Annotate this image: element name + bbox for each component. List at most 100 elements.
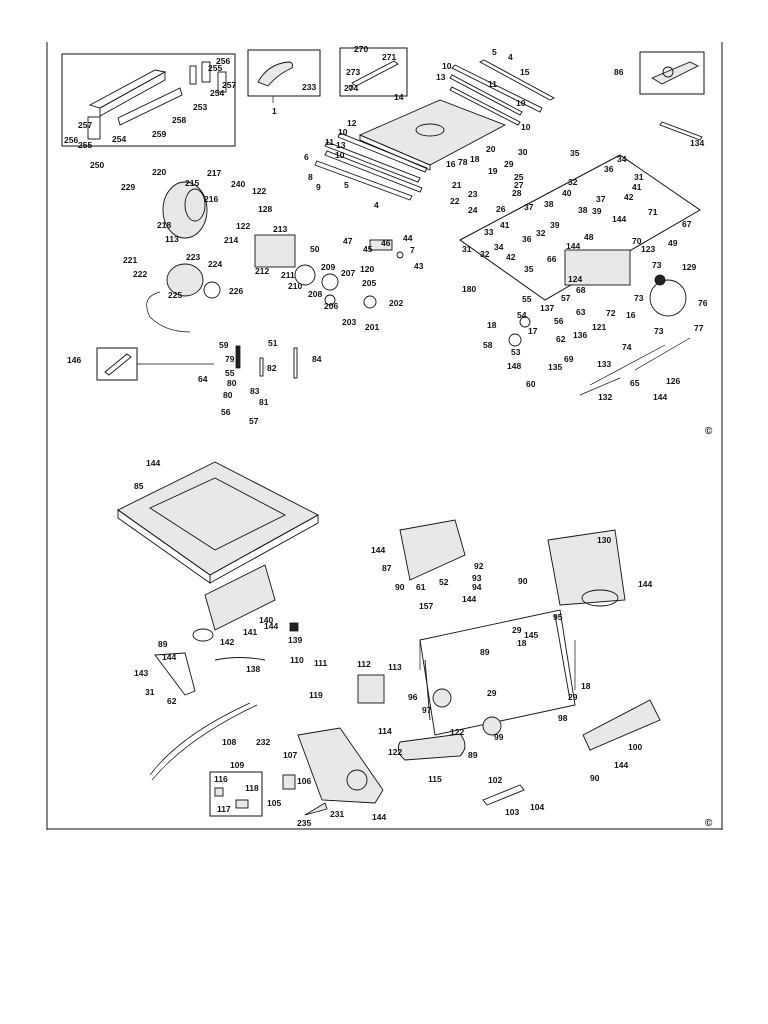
part-number-label: 113 <box>165 234 179 244</box>
part-number-label: 255 <box>208 63 222 73</box>
part-number-label: 206 <box>324 301 338 311</box>
part-number-label: 90 <box>395 582 405 592</box>
side-plate-87 <box>399 519 466 581</box>
part-number-label: 133 <box>597 359 611 369</box>
part-number-label: 48 <box>584 232 594 242</box>
part-number-label: 274 <box>344 83 358 93</box>
part-number-label: 17 <box>528 326 538 336</box>
part-number-label: 208 <box>308 289 322 299</box>
part-number-label: 137 <box>540 303 554 313</box>
part-number-label: 89 <box>480 647 490 657</box>
part-number-label: 89 <box>158 639 168 649</box>
part-number-label: 41 <box>632 182 642 192</box>
part-number-label: 145 <box>524 630 538 640</box>
part-number-label: 30 <box>518 147 528 157</box>
part-number-label: 84 <box>312 354 322 364</box>
part-number-label: 271 <box>382 52 396 62</box>
part-number-label: 13 <box>436 72 446 82</box>
part-number-label: 104 <box>530 802 544 812</box>
part-number-label: 143 <box>134 668 148 678</box>
part-number-label: 257 <box>222 80 236 90</box>
part-number-label: 22 <box>450 196 460 206</box>
part-number-label: 34 <box>617 154 627 164</box>
part-number-label: 89 <box>468 750 478 760</box>
part-number-label: 273 <box>346 67 360 77</box>
part-number-label: 110 <box>290 655 304 665</box>
part-number-label: 38 <box>578 205 588 215</box>
part-number-label: 229 <box>121 182 135 192</box>
part-number-label: 73 <box>634 293 644 303</box>
motor-assembly <box>146 181 339 333</box>
part-number-label: 16 <box>626 310 636 320</box>
tray-115 <box>397 733 466 761</box>
table-top <box>358 99 507 171</box>
part-number-label: 10 <box>521 122 531 132</box>
part-number-label: 212 <box>255 266 269 276</box>
elevation-mechanism <box>363 239 691 396</box>
scale-box <box>339 47 408 97</box>
part-number-label: 140 <box>259 615 273 625</box>
part-number-label: 24 <box>468 205 478 215</box>
part-number-label: 29 <box>487 688 497 698</box>
part-number-label: 11 <box>488 79 497 89</box>
power-cord <box>149 702 251 776</box>
part-number-label: 12 <box>347 118 357 128</box>
part-number-label: 62 <box>556 334 566 344</box>
part-number-label: 203 <box>342 317 356 327</box>
part-number-label: 86 <box>614 67 624 77</box>
part-number-label: 68 <box>576 285 586 295</box>
part-number-label: 120 <box>360 264 374 274</box>
part-number-label: 134 <box>690 138 704 148</box>
part-number-label: 222 <box>133 269 147 279</box>
copyright-mark: © <box>705 818 713 829</box>
part-number-label: 23 <box>468 189 478 199</box>
part-number-label: 205 <box>362 278 376 288</box>
part-number-label: 144 <box>371 545 385 555</box>
part-number-label: 129 <box>682 262 696 272</box>
part-number-label: 79 <box>225 354 235 364</box>
part-number-label: 114 <box>378 726 392 736</box>
part-number-label: 28 <box>512 188 522 198</box>
part-number-label: 85 <box>134 481 144 491</box>
base-frame <box>117 461 319 584</box>
part-number-label: 80 <box>223 390 233 400</box>
part-number-label: 44 <box>403 233 413 243</box>
part-number-label: 21 <box>452 180 462 190</box>
part-number-label: 31 <box>634 172 644 182</box>
part-number-label: 19 <box>488 166 498 176</box>
part-number-label: 56 <box>554 316 564 326</box>
part-number-label: 27 <box>514 180 524 190</box>
part-number-label: 144 <box>653 392 667 402</box>
part-number-label: 82 <box>267 363 277 373</box>
part-number-label: 39 <box>550 220 560 230</box>
part-number-label: 29 <box>568 692 578 702</box>
part-number-label: 38 <box>544 199 554 209</box>
part-number-label: 258 <box>172 115 186 125</box>
part-number-label: 254 <box>210 88 224 98</box>
part-number-label: 117 <box>217 804 231 814</box>
part-number-label: 253 <box>193 102 207 112</box>
part-number-label: 256 <box>216 56 230 66</box>
wrench-box <box>96 347 214 381</box>
arrow-235 <box>304 802 328 816</box>
part-number-label: 32 <box>480 249 490 259</box>
front-rails <box>314 132 428 201</box>
part-number-label: 62 <box>167 696 177 706</box>
part-number-label: 63 <box>576 307 586 317</box>
part-number-label: 40 <box>562 188 572 198</box>
part-number-label: 201 <box>365 322 379 332</box>
part-number-label: 102 <box>488 775 502 785</box>
part-number-label: 217 <box>207 168 221 178</box>
part-number-label: 95 <box>553 612 563 622</box>
part-number-label: 65 <box>630 378 640 388</box>
part-number-label: 34 <box>494 242 504 252</box>
part-number-label: 60 <box>526 379 536 389</box>
part-number-label: 148 <box>507 361 521 371</box>
part-number-label: 10 <box>335 150 345 160</box>
part-number-label: 64 <box>198 374 208 384</box>
part-number-label: 103 <box>505 807 519 817</box>
part-number-label: 100 <box>628 742 642 752</box>
part-number-label: 47 <box>343 236 353 246</box>
part-number-label: 92 <box>474 561 484 571</box>
part-number-label: 250 <box>90 160 104 170</box>
